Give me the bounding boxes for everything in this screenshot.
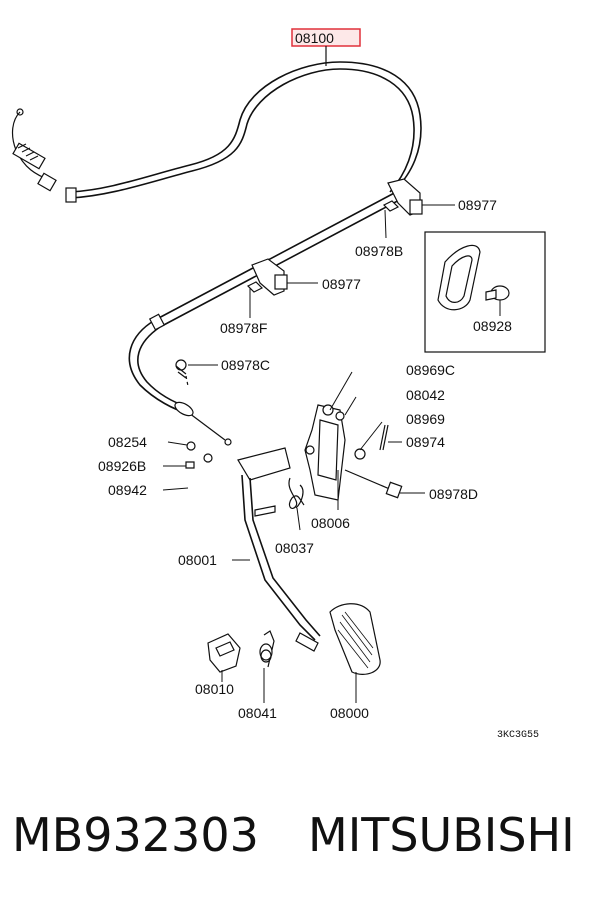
label-08001[interactable]: 08001: [178, 552, 217, 568]
accelerator-cable[interactable]: [11, 61, 422, 446]
label-08974[interactable]: 08974: [406, 434, 445, 450]
label-08041[interactable]: 08041: [238, 705, 277, 721]
cable-bracket-lower[interactable]: [246, 258, 288, 296]
part-number: MB932303: [12, 808, 259, 862]
label-08926B[interactable]: 08926B: [98, 458, 146, 474]
label-08977-lower[interactable]: 08977: [322, 276, 361, 292]
pedal-bracket-08006[interactable]: [304, 404, 389, 501]
inset-box: [424, 231, 546, 353]
cable-bracket-upper[interactable]: [382, 178, 423, 216]
label-08977-upper[interactable]: 08977: [458, 197, 497, 213]
label-08006[interactable]: 08006: [311, 515, 350, 531]
bolt-08978C[interactable]: [175, 359, 189, 387]
label-08969C[interactable]: 08969C: [406, 362, 455, 378]
spring-08037[interactable]: [288, 477, 305, 510]
label-08042[interactable]: 08042: [406, 387, 445, 403]
pad-part-08928[interactable]: [437, 244, 510, 311]
label-08928[interactable]: 08928: [473, 318, 512, 334]
brand-name: MITSUBISHI: [308, 808, 575, 862]
pedal-pad-08000[interactable]: [329, 603, 381, 675]
label-08000[interactable]: 08000: [330, 705, 369, 721]
label-08978D[interactable]: 08978D: [429, 486, 478, 502]
label-08969[interactable]: 08969: [406, 411, 445, 427]
label-08037[interactable]: 08037: [275, 540, 314, 556]
label-08100[interactable]: 08100: [295, 30, 334, 46]
drawing-code: 3KC3G55: [497, 730, 539, 741]
pedal-arm-08001[interactable]: [185, 441, 321, 652]
label-08978B[interactable]: 08978B: [355, 243, 403, 259]
footer: MB932303 MITSUBISHI: [0, 800, 600, 880]
spring-08041[interactable]: [259, 630, 275, 668]
parts-diagram: 08100 08977 08978B 08977 08978F 08928 08…: [11, 28, 546, 741]
label-08978C[interactable]: 08978C: [221, 357, 270, 373]
stopper-08010[interactable]: [207, 633, 241, 673]
label-08942[interactable]: 08942: [108, 482, 147, 498]
label-08254[interactable]: 08254: [108, 434, 147, 450]
label-08978F[interactable]: 08978F: [220, 320, 267, 336]
bolt-08978D[interactable]: [344, 469, 403, 499]
label-08010[interactable]: 08010: [195, 681, 234, 697]
